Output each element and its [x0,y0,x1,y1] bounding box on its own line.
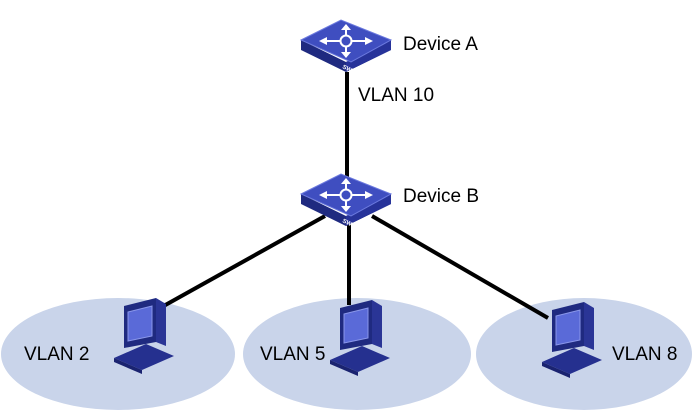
vlan-5-label: VLAN 5 [260,344,326,365]
link-device-b-vlan-2 [159,214,326,310]
device-a-switch-icon: SWITCH [300,19,392,80]
device-a-label: Device A [403,34,478,55]
vlan-2-zone [1,298,235,410]
device-b-label: Device B [403,186,480,207]
vlan-2-label: VLAN 2 [24,344,90,365]
vlan-10-link-label: VLAN 10 [358,85,435,106]
link-device-b-vlan-8 [370,214,550,320]
device-b-switch-icon: SWITCH [300,173,392,234]
vlan-8-label: VLAN 8 [612,344,678,365]
